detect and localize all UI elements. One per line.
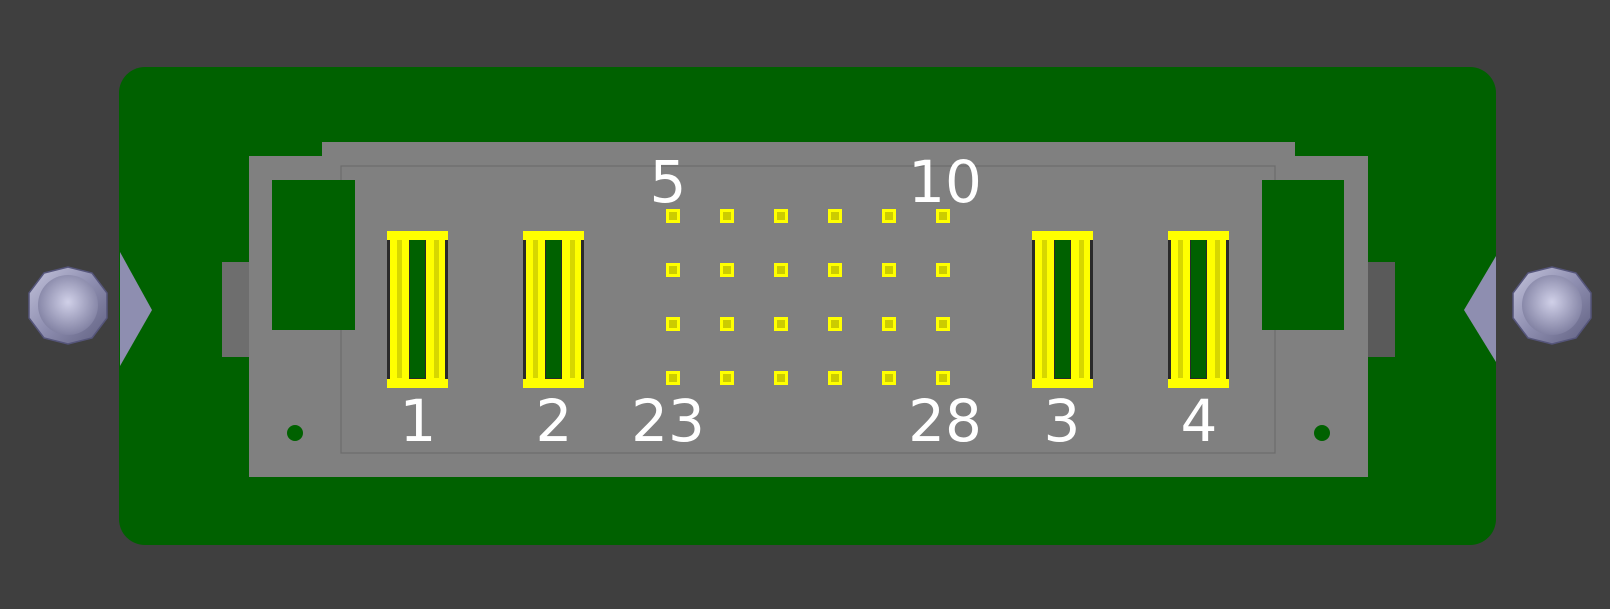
signal-pin [720, 317, 734, 331]
label-power-2: 2 [535, 387, 573, 455]
power-contact-3 [1032, 231, 1093, 388]
signal-pin [720, 371, 734, 385]
signal-pin [936, 317, 950, 331]
signal-pin [936, 371, 950, 385]
signal-pin [936, 263, 950, 277]
signal-pin [774, 317, 788, 331]
power-contact-2 [523, 231, 584, 388]
signal-pin [720, 209, 734, 223]
signal-pin [720, 263, 734, 277]
label-power-3: 3 [1043, 387, 1081, 455]
label-power-4: 4 [1180, 387, 1218, 455]
connector-housing [249, 142, 1368, 477]
signal-pin [774, 209, 788, 223]
left-window [272, 180, 355, 330]
signal-pin [882, 263, 896, 277]
signal-pin [666, 209, 680, 223]
signal-pin [828, 317, 842, 331]
right-mount-hole [1314, 425, 1330, 441]
label-pin-23: 23 [631, 387, 705, 455]
signal-pin [666, 317, 680, 331]
right-latch-tab [1367, 262, 1395, 357]
signal-pin [774, 263, 788, 277]
signal-pin [828, 371, 842, 385]
label-pin-28: 28 [908, 387, 982, 455]
signal-pin [882, 209, 896, 223]
power-contacts [387, 231, 1229, 388]
label-pin-10: 10 [908, 148, 982, 216]
power-contact-1 [387, 231, 448, 388]
left-mount-hole [287, 425, 303, 441]
signal-pin [774, 371, 788, 385]
left-screw [28, 266, 108, 345]
right-screw [1512, 266, 1592, 345]
left-flange [120, 252, 152, 366]
left-latch-tab [222, 262, 250, 357]
signal-pin [666, 263, 680, 277]
signal-pin [882, 317, 896, 331]
signal-pin [828, 209, 842, 223]
label-pin-5: 5 [649, 148, 687, 216]
signal-pin [828, 263, 842, 277]
signal-pin [936, 209, 950, 223]
signal-pin [882, 371, 896, 385]
label-power-1: 1 [399, 387, 437, 455]
power-contact-4 [1168, 231, 1229, 388]
signal-pin-grid [666, 209, 950, 385]
right-flange [1464, 256, 1496, 362]
signal-pin [666, 371, 680, 385]
right-window [1262, 180, 1344, 330]
